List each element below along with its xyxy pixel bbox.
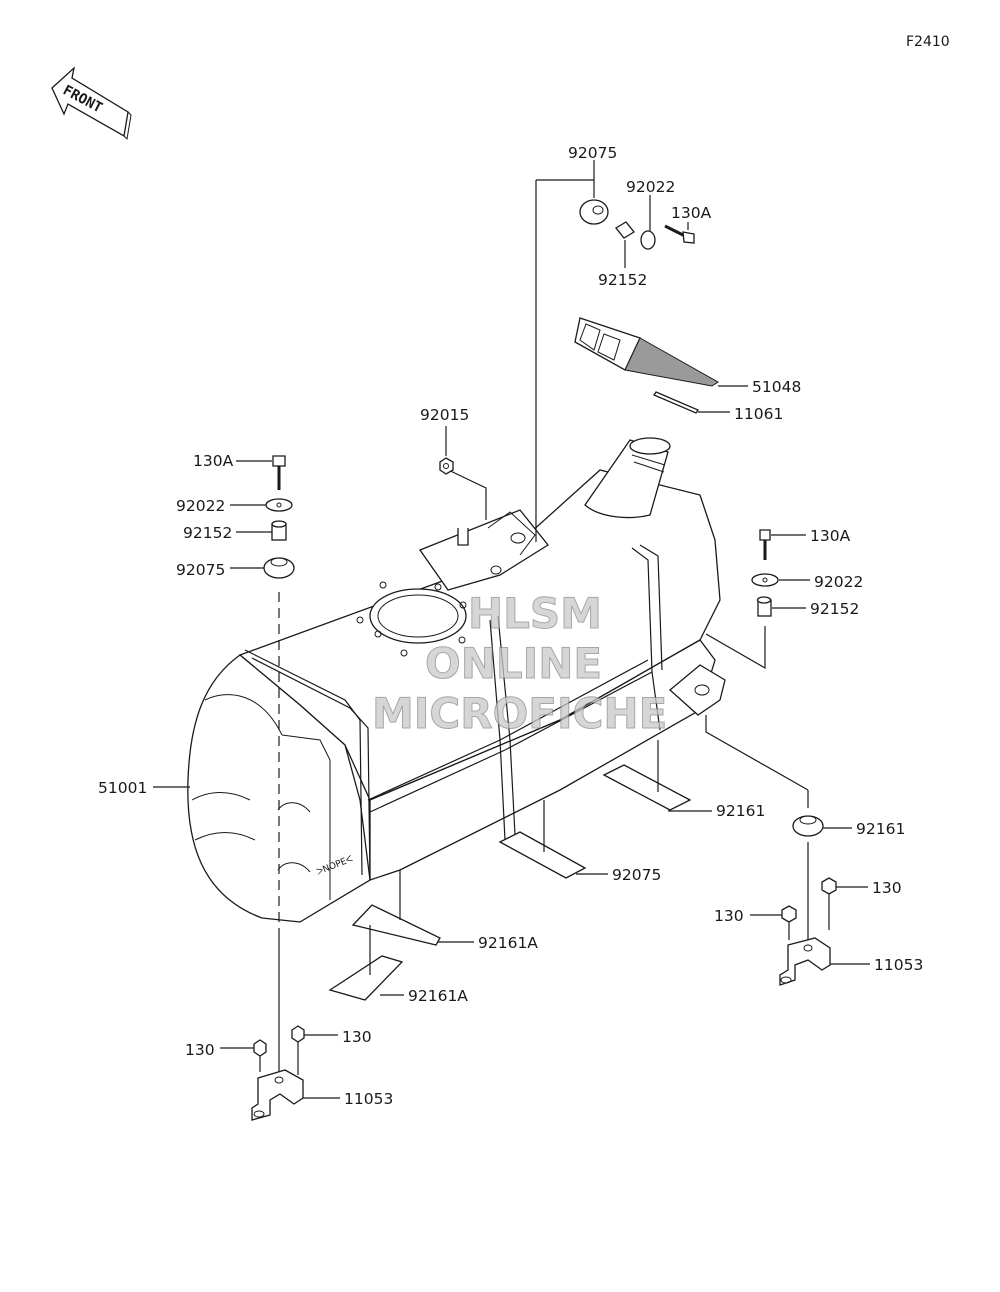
left-mount-stack bbox=[230, 455, 295, 930]
bracket-11053-left[interactable] bbox=[251, 1069, 304, 1121]
collar-92152-top[interactable] bbox=[615, 221, 635, 239]
bolt-130a-right[interactable] bbox=[759, 529, 771, 560]
right-mount-stack bbox=[705, 529, 810, 670]
collar-92152-left[interactable] bbox=[271, 520, 287, 541]
callout-51001: 51001 bbox=[98, 779, 147, 797]
callout-92161-a: 92161 bbox=[716, 802, 765, 820]
top-mount-group bbox=[439, 160, 695, 542]
callout-92152-left: 92152 bbox=[183, 524, 232, 542]
callout-130-right-a: 130 bbox=[714, 907, 744, 925]
watermark-line-3: MICROFICHE bbox=[372, 689, 667, 738]
callout-92075-right: 92161 bbox=[856, 820, 905, 838]
callout-92015: 92015 bbox=[420, 406, 469, 424]
callout-130-left-a: 130 bbox=[185, 1041, 215, 1059]
washer-92022-top[interactable] bbox=[640, 230, 656, 250]
callout-92161a-a: 92161A bbox=[478, 934, 538, 952]
callout-11053-left: 11053 bbox=[344, 1090, 393, 1108]
front-arrow-icon: FRONT bbox=[51, 66, 132, 141]
pad-51048[interactable] bbox=[574, 317, 719, 387]
figure-code: F2410 bbox=[906, 34, 950, 50]
bolt-130-left-b[interactable] bbox=[291, 1025, 305, 1075]
callout-92075-top: 92075 bbox=[568, 144, 617, 162]
callout-51048: 51048 bbox=[752, 378, 801, 396]
callout-130a-right: 130A bbox=[810, 527, 851, 545]
bolt-130-left-a[interactable] bbox=[253, 1039, 267, 1072]
grommet-92075-top[interactable] bbox=[579, 199, 609, 225]
callout-11053-right: 11053 bbox=[874, 956, 923, 974]
callout-11061: 11061 bbox=[734, 405, 783, 423]
callout-92075-left: 92075 bbox=[176, 561, 225, 579]
pad-92161-b[interactable] bbox=[498, 831, 587, 879]
pad-92161-a[interactable] bbox=[602, 764, 692, 811]
washer-92022-left[interactable] bbox=[265, 498, 293, 512]
pad-92161a-a[interactable] bbox=[351, 904, 441, 946]
callout-130a-left: 130A bbox=[193, 452, 234, 470]
callout-92161-b: 92075 bbox=[612, 866, 661, 884]
collar-92152-right[interactable] bbox=[756, 596, 772, 617]
bolt-130-right-b[interactable] bbox=[821, 877, 837, 930]
grommet-92075-left[interactable] bbox=[263, 557, 295, 579]
callout-130-right-b: 130 bbox=[872, 879, 902, 897]
pad-92161a-b[interactable] bbox=[328, 955, 404, 1001]
bracket-11053-right[interactable] bbox=[779, 937, 831, 986]
bolt-130a-top[interactable] bbox=[664, 224, 695, 244]
bolt-130a-left[interactable] bbox=[272, 455, 286, 490]
callout-92022-left: 92022 bbox=[176, 497, 225, 515]
bolt-130-right-a[interactable] bbox=[781, 905, 797, 940]
strip-11061[interactable] bbox=[653, 391, 699, 414]
callout-130a-top: 130A bbox=[671, 204, 712, 222]
callout-92022-top: 92022 bbox=[626, 178, 675, 196]
callout-92161a-b: 92161A bbox=[408, 987, 468, 1005]
grommet-92075-right[interactable] bbox=[792, 815, 824, 837]
watermark: HLSM ONLINE MICROFICHE bbox=[372, 589, 668, 739]
nut-92015[interactable] bbox=[439, 457, 454, 475]
washer-92022-right[interactable] bbox=[751, 573, 779, 587]
callout-92152-right: 92152 bbox=[810, 600, 859, 618]
callout-130-left-b: 130 bbox=[342, 1028, 372, 1046]
watermark-line-1: HLSM bbox=[468, 589, 602, 638]
callout-92152-top: 92152 bbox=[598, 271, 647, 289]
watermark-line-2: ONLINE bbox=[425, 639, 602, 688]
callout-92022-right: 92022 bbox=[814, 573, 863, 591]
